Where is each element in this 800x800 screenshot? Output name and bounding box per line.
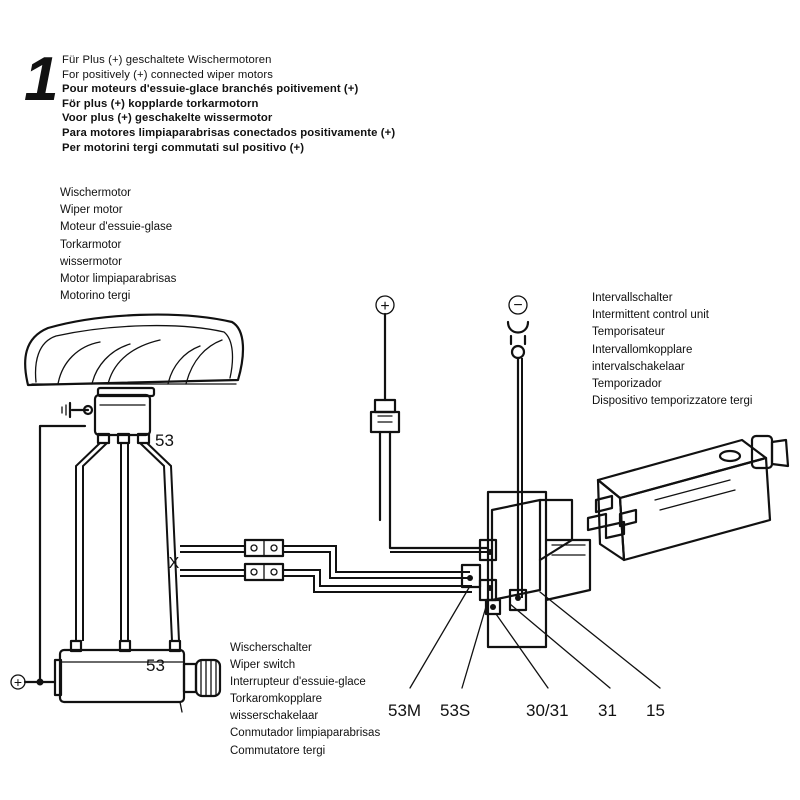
terminal-label-53s: 53S (440, 701, 470, 720)
wiper-motor-label: wissermotor (60, 255, 122, 268)
motor-to-switch-wires (75, 442, 180, 642)
wiper-motor-labels: Wischermotor Wiper motor Moteur d'essuie… (60, 185, 176, 305)
header-line-en: For positively (+) connected wiper motor… (62, 68, 273, 81)
wiper-motor-label: Torkarmotor (60, 238, 122, 251)
relay-base (460, 490, 592, 649)
interval-switch-label: Intervallschalter (592, 292, 673, 304)
wire-connectors (243, 538, 285, 582)
wiper-motor-label: Wischermotor (60, 187, 131, 199)
header-line-es: Para motores limpiaparabrisas conectados… (62, 126, 396, 139)
wiper-switch-label: Torkaromkopplare (230, 693, 323, 706)
wiper-motor-illustration (24, 313, 245, 445)
terminal-label-31: 31 (598, 701, 617, 720)
header-line-de: Für Plus (+) geschaltete Wischermotoren (62, 54, 272, 66)
wiper-switch-label: wisserschakelaar (230, 710, 319, 723)
plus-symbol-feed: + (380, 298, 389, 315)
header-line-it: Per motorini tergi commutati sul positiv… (62, 141, 305, 154)
wiper-motor-terminal-label: 53 (155, 431, 174, 450)
terminal-label-15: 15 (646, 701, 665, 720)
header-line-fr: Pour moteurs d'essuie-glace branchés poi… (62, 83, 359, 96)
header-caption: Für Plus (+) geschaltete Wischermotoren … (62, 53, 395, 155)
interval-switch-label: Intervallomkopplare (592, 343, 693, 356)
terminal-labels: 53M 53S 30/31 31 15 (388, 701, 665, 720)
wiper-switch-terminal-label: 53 (146, 656, 165, 675)
wiper-switch-label: Wischerschalter (230, 642, 312, 654)
wiper-switch-label: Commutatore tergi (230, 744, 326, 757)
cut-marker: X (169, 555, 180, 572)
wiper-switch-label: Interrupteur d'essuie-glace (230, 676, 366, 689)
terminal-label-53m: 53M (388, 701, 421, 720)
interval-switch-illustration (586, 434, 790, 562)
header-line-sv: För plus (+) kopplarde torkarmotorn (62, 97, 259, 110)
wiper-switch-label: Conmutador limpiaparabrisas (230, 727, 381, 740)
wiper-motor-label: Moteur d'essuie-glase (60, 221, 173, 234)
interval-switch-label: Dispositivo temporizzatore tergi (592, 395, 753, 408)
interval-switch-label: intervalschakelaar (592, 360, 685, 373)
wiper-switch-illustration (53, 639, 222, 713)
interval-switch-label: Temporisateur (592, 326, 665, 339)
header-line-nl: Voor plus (+) geschakelte wissermotor (62, 112, 273, 125)
wiper-motor-label: Wiper motor (60, 204, 123, 217)
minus-symbol-feed: − (513, 297, 522, 314)
plus-symbol-left: + (14, 674, 22, 690)
figure-number: 1 (24, 45, 58, 114)
interval-switch-label: Temporizador (592, 378, 662, 391)
wiper-motor-label: Motorino tergi (60, 290, 131, 303)
wiper-switch-label: Wiper switch (230, 659, 296, 672)
terminal-label-30-31: 30/31 (526, 701, 569, 720)
wiper-switch-labels: Wischerschalter Wiper switch Interrupteu… (230, 640, 380, 760)
interval-switch-labels: Intervallschalter Intermittent control u… (592, 290, 752, 410)
interval-switch-label: Intermittent control unit (592, 309, 709, 322)
wiper-motor-label: Motor limpiaparabrisas (60, 273, 177, 286)
